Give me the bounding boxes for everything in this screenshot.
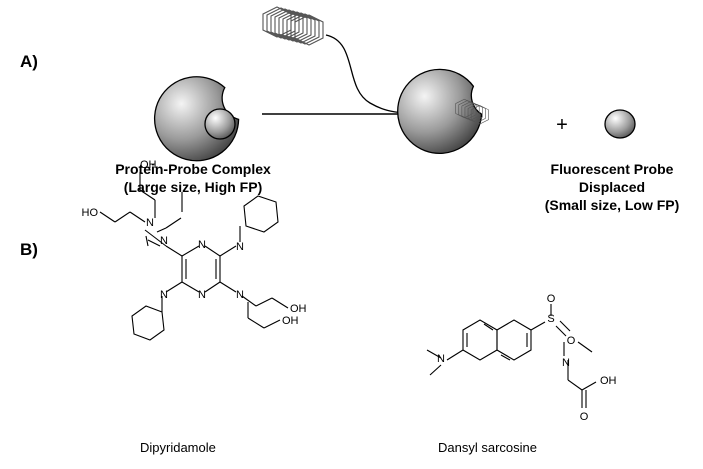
complex-caption: Protein-Probe Complex (Large size, High … [88,160,298,196]
displaced-caption: Fluorescent Probe Displaced (Small size,… [528,160,696,214]
dansyl-sarcosine-name: Dansyl sarcosine [438,440,537,455]
dipyridamole-atom-oh: OH [282,315,299,327]
bound-probe-sphere [204,108,236,140]
dipyridamole-atom-n: N [236,289,244,301]
dansyl-atom-labels: N S O O N OH O [437,293,617,423]
dipyridamole-atom-oh: OH [290,303,307,315]
complex-caption-line: (Large size, High FP) [123,179,263,195]
dansyl-atom-n: N [437,353,445,365]
dipyridamole-atom-oh: OH [140,159,157,171]
dansyl-atom-n: N [562,357,570,369]
panel-b-label: B) [20,240,38,259]
bound-ligand-icon [455,98,489,125]
displaced-caption-line: Displaced [578,179,646,195]
dipyridamole-atom-n: N [198,289,206,301]
dipyridamole-name: Dipyridamole [140,440,216,455]
dansyl-atom-s: S [547,313,554,325]
dipyridamole-atom-n: N [236,241,244,253]
dansyl-atom-oh: OH [600,375,617,387]
displaced-caption-line: (Small size, Low FP) [544,197,680,213]
dansyl-atom-o: O [580,411,589,423]
protein-probe-complex [153,76,240,162]
dipyridamole-atom-n: N [198,239,206,251]
ligand-entry-curve [325,34,405,114]
dansyl-sarcosine-structure [426,304,597,408]
dipyridamole-atom-ho: HO [82,207,99,219]
dipyridamole-atom-n: N [160,289,168,301]
displaced-caption-line: Fluorescent Probe [550,161,674,177]
ligand-stack-icon [262,6,324,46]
plus-sign: + [556,114,568,136]
dansyl-atom-o: O [547,293,556,305]
dipyridamole-atom-labels: N N N N N N N OH HO OH OH [82,159,307,327]
dipyridamole-atom-n: N [146,217,154,229]
protein-sphere-bound [397,68,483,155]
panel-a-label: A) [20,52,38,71]
dipyridamole-atom-n: N [160,235,168,247]
displaced-probe-sphere [604,109,636,139]
protein-ligand-complex [397,68,489,155]
dipyridamole-structure [99,172,289,341]
complex-caption-line: Protein-Probe Complex [115,161,271,177]
dansyl-atom-o: O [567,335,576,347]
protein-sphere [153,76,240,162]
